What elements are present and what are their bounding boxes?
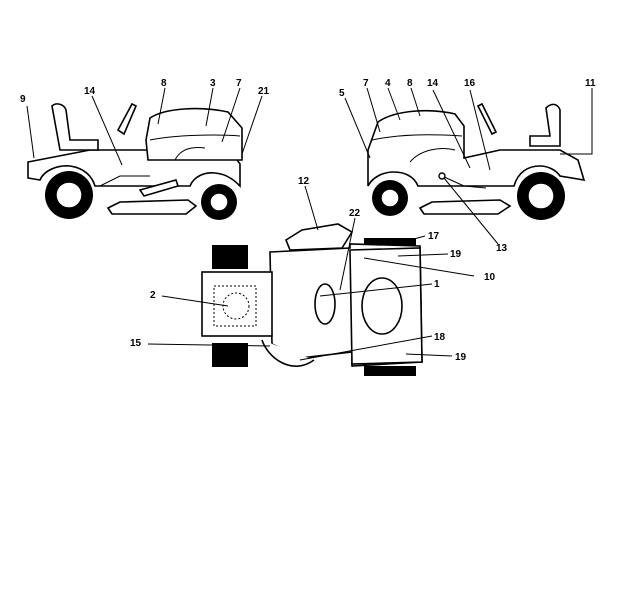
callout-9: 9 (20, 94, 26, 105)
callout-16: 16 (464, 78, 476, 89)
callout-19-top: 19 (450, 249, 462, 260)
callout-18: 18 (434, 332, 446, 343)
callout-12: 12 (298, 176, 310, 187)
callout-13: 13 (496, 243, 508, 254)
callout-5: 5 (339, 88, 345, 99)
right-side-view-tractor (367, 102, 586, 220)
callout-4: 4 (385, 78, 391, 89)
callout-labels: 9 14 8 3 7 21 5 7 4 8 14 16 11 13 12 22 … (20, 78, 596, 363)
callout-1: 1 (434, 279, 440, 290)
callout-10: 10 (484, 272, 496, 283)
callout-7-left: 7 (236, 78, 242, 89)
leader-lines (26, 87, 593, 361)
callout-7-right: 7 (363, 78, 369, 89)
callout-14-left: 14 (84, 86, 96, 97)
callout-8-right: 8 (407, 78, 413, 89)
callout-15: 15 (130, 338, 142, 349)
callout-3: 3 (210, 78, 216, 89)
top-view-tractor (201, 223, 423, 376)
callout-17: 17 (428, 231, 440, 242)
callout-21: 21 (258, 86, 270, 97)
callout-22: 22 (349, 208, 361, 219)
callout-11: 11 (585, 78, 596, 89)
callout-8-left: 8 (161, 78, 167, 89)
left-side-view-tractor (27, 102, 243, 220)
callout-2: 2 (150, 290, 156, 301)
callout-19-bottom: 19 (455, 352, 467, 363)
callout-14-right: 14 (427, 78, 439, 89)
